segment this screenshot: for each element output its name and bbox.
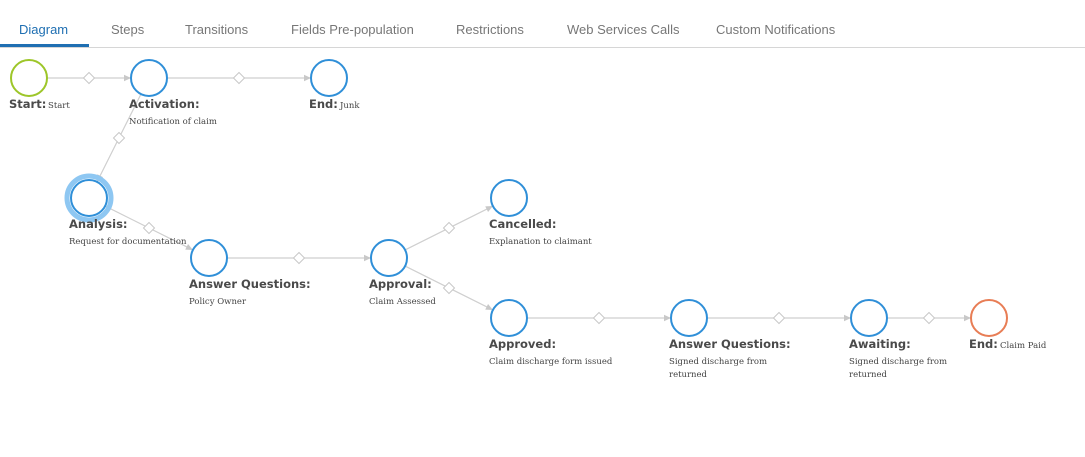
transition-handle (922, 311, 936, 325)
node-title: Cancelled: (489, 217, 557, 231)
transition-edge[interactable] (404, 205, 494, 251)
node-subtitle: Explanation to claimant (489, 237, 592, 247)
edge-arrowhead (964, 314, 971, 322)
node-subtitle: Notification of claim (129, 117, 217, 127)
transition-edge[interactable] (707, 311, 851, 325)
workflow-node-end-junk[interactable] (310, 59, 348, 97)
node-title: Start: (9, 97, 46, 111)
workflow-node-approved[interactable] (490, 299, 528, 337)
tab-restrictions[interactable]: Restrictions (456, 22, 524, 37)
node-subtitle: Junk (339, 101, 360, 111)
node-subtitle: Claim discharge form issued (489, 357, 613, 367)
transition-handle (772, 311, 786, 325)
edge-arrowhead (304, 74, 311, 82)
node-subtitle: Start (48, 101, 70, 111)
transition-edge[interactable] (404, 265, 494, 311)
node-title: Answer Questions: (189, 277, 311, 291)
node-title: End: (969, 337, 998, 351)
node-subtitle: Claim Paid (1000, 341, 1047, 351)
node-circle (190, 239, 228, 277)
tab-fields-pre-population[interactable]: Fields Pre-population (291, 22, 414, 37)
transition-handle (592, 311, 606, 325)
transition-edge[interactable] (47, 71, 131, 85)
edge-arrowhead (485, 206, 493, 213)
edge-arrowhead (364, 254, 371, 262)
node-title: Answer Questions: (669, 337, 791, 351)
node-circle (10, 59, 48, 97)
node-circle (70, 179, 108, 217)
node-circle (490, 179, 528, 217)
node-subtitle: Claim Assessed (369, 297, 436, 307)
node-title: End: (309, 97, 338, 111)
edge-arrowhead (844, 314, 851, 322)
node-circle (310, 59, 348, 97)
tab-bar: Diagram Steps Transitions Fields Pre-pop… (0, 0, 1085, 48)
edge-arrowhead (185, 243, 193, 250)
transition-handle (82, 71, 96, 85)
workflow-node-answer2[interactable] (670, 299, 708, 337)
node-title: Activation: (129, 97, 200, 111)
workflow-node-awaiting[interactable] (850, 299, 888, 337)
transition-edge[interactable] (104, 205, 194, 251)
workflow-node-start[interactable] (10, 59, 48, 97)
tab-transitions[interactable]: Transitions (185, 22, 249, 37)
node-circle (370, 239, 408, 277)
node-circle (850, 299, 888, 337)
node-title: Awaiting: (849, 337, 911, 351)
node-title: Analysis: (69, 217, 128, 231)
edge-arrowhead (664, 314, 671, 322)
transition-edge[interactable] (227, 251, 371, 265)
tab-custom-notifications[interactable]: Custom Notifications (716, 22, 836, 37)
workflow-node-activation[interactable] (130, 59, 168, 97)
node-subtitle: Policy Owner (189, 297, 247, 307)
transition-handle (442, 221, 456, 235)
node-circle (490, 299, 528, 337)
selected-halo (64, 173, 114, 223)
transition-edge[interactable] (167, 71, 311, 85)
workflow-node-answer1[interactable] (190, 239, 228, 277)
node-circle (970, 299, 1008, 337)
workflow-node-approval[interactable] (370, 239, 408, 277)
node-title: Approved: (489, 337, 556, 351)
edge-arrowhead (124, 74, 131, 82)
node-circle (670, 299, 708, 337)
workflow-node-analysis[interactable] (64, 173, 114, 223)
transition-edge[interactable] (887, 311, 971, 325)
transition-edge[interactable] (527, 311, 671, 325)
transition-handle (142, 221, 156, 235)
active-tab-indicator (0, 44, 89, 47)
workflow-node-cancelled[interactable] (490, 179, 528, 217)
node-title: Approval: (369, 277, 432, 291)
transition-handle (292, 251, 306, 265)
edge-arrowhead (485, 303, 493, 310)
tab-diagram[interactable]: Diagram (19, 22, 69, 37)
tab-steps[interactable]: Steps (111, 22, 145, 37)
transition-handle (112, 131, 126, 145)
node-subtitle: Request for documentation (69, 237, 187, 247)
transition-handle (442, 281, 456, 295)
tab-web-services-calls[interactable]: Web Services Calls (567, 22, 680, 37)
transition-handle (232, 71, 246, 85)
workflow-node-end-paid[interactable] (970, 299, 1008, 337)
node-circle (130, 59, 168, 97)
